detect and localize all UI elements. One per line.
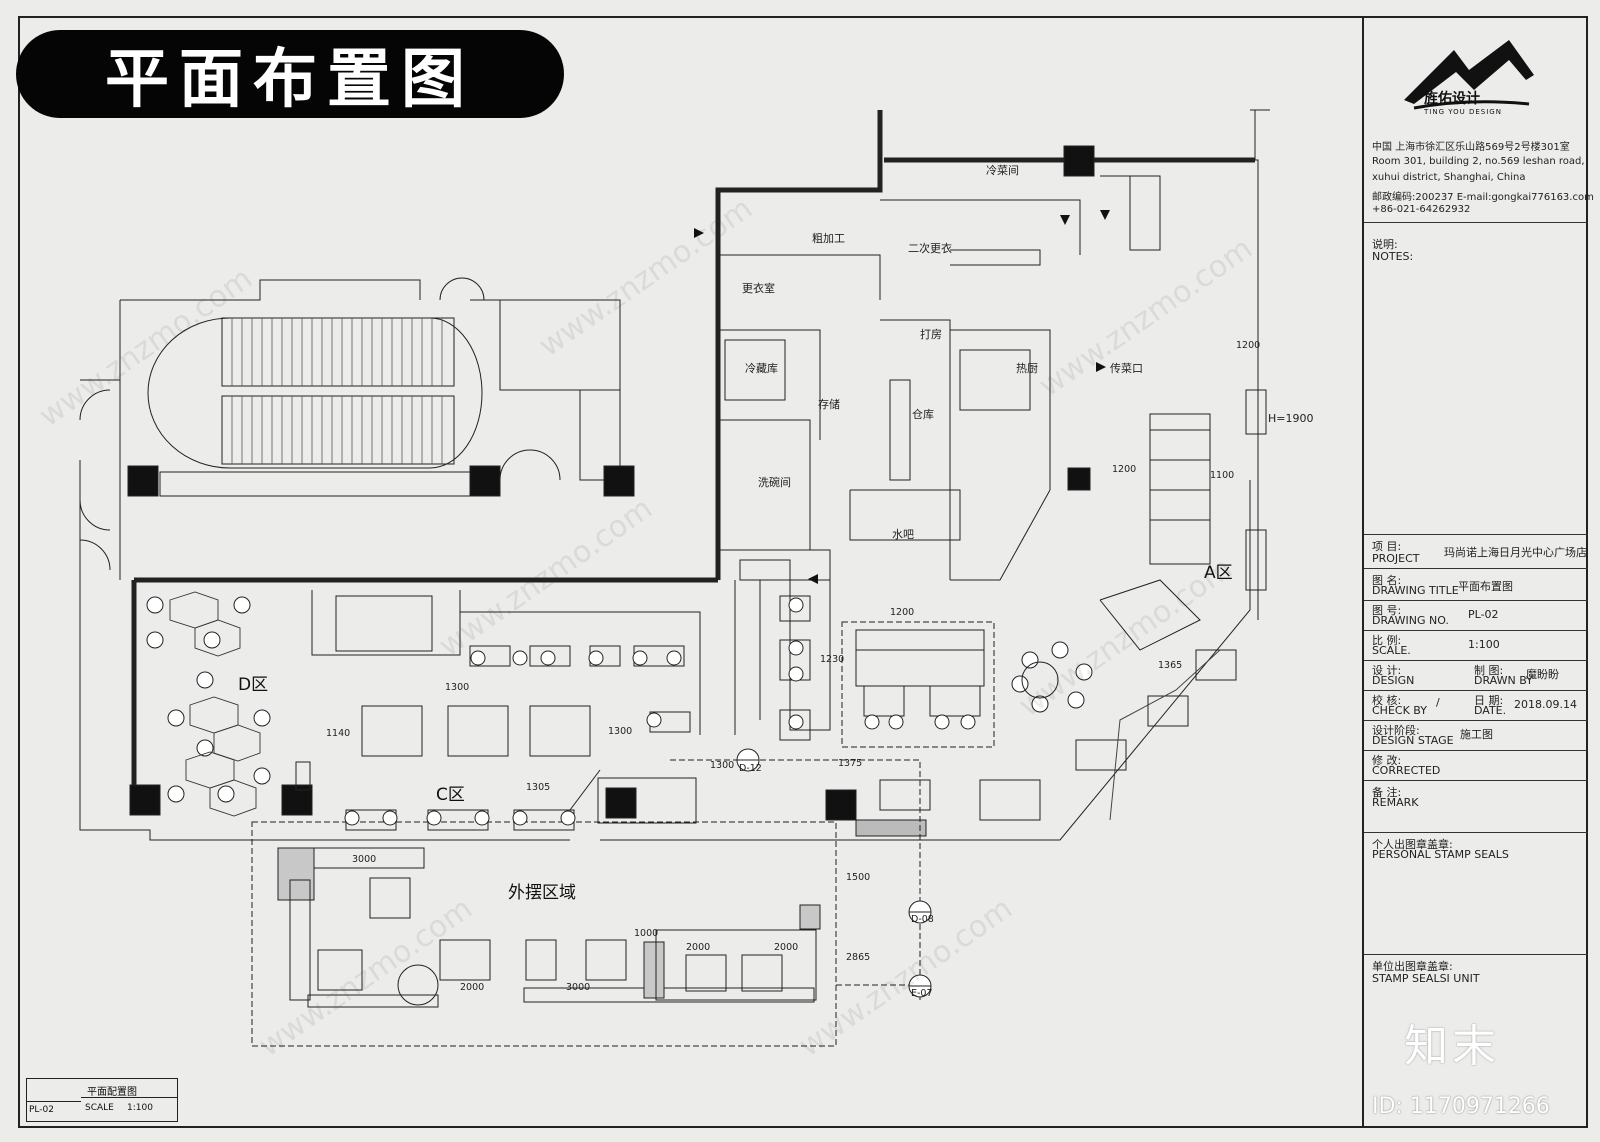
unit-stamp-label-en: STAMP SEALSI UNIT	[1372, 972, 1480, 985]
drawing-scale-box: 平面配置图 SCALE 1:100 PL-02	[26, 1078, 178, 1122]
room-changing: 更衣室	[742, 281, 775, 295]
project-label-en: PROJECT	[1372, 552, 1420, 565]
scale-box-sheet: PL-02	[29, 1105, 54, 1115]
dim-3000-a: 3000	[352, 854, 376, 865]
room-cold-storage: 冷藏库	[745, 362, 778, 375]
dim-2000-b: 2000	[686, 942, 710, 953]
dim-h1900: H=1900	[1268, 412, 1313, 425]
drawing-no-value: PL-02	[1468, 608, 1499, 621]
project-label-cn: 项 目:	[1372, 540, 1402, 553]
dim-2865: 2865	[846, 952, 870, 963]
postal-email: 邮政编码:200237 E-mail:gongkai776163.com	[1372, 192, 1594, 203]
date-label-cn: 日 期:	[1474, 694, 1504, 707]
phone: +86-021-64262932	[1372, 204, 1471, 215]
design-label-cn: 设 计:	[1372, 664, 1402, 677]
address-en-2: xuhui district, Shanghai, China	[1372, 172, 1526, 183]
dim-2000-a: 2000	[460, 982, 484, 993]
scale-box-label: SCALE	[85, 1103, 114, 1113]
scale-label-en: SCALE.	[1372, 644, 1411, 657]
address-cn: 中国 上海市徐汇区乐山路569号2号楼301室	[1372, 142, 1570, 153]
title-block: 旌佑设计 TING YOU DESIGN 中国 上海市徐汇区乐山路569号2号楼…	[1362, 16, 1594, 1128]
scale-value: 1:100	[1468, 638, 1500, 651]
stage-label-cn: 设计阶段:	[1372, 724, 1420, 737]
address-en-1: Room 301, building 2, no.569 leshan road…	[1372, 156, 1585, 167]
zone-d-label: D区	[238, 675, 268, 695]
check-label-cn: 校 核:	[1372, 694, 1402, 707]
scale-box-title: 平面配置图	[87, 1087, 137, 1098]
remark-label-en: REMARK	[1372, 796, 1419, 809]
watermark-brand: 知末	[1404, 1021, 1500, 1072]
dim-1300-c: 1300	[710, 760, 734, 771]
room-warehouse: 仓库	[912, 407, 934, 421]
drawing-no-label-en: DRAWING NO.	[1372, 614, 1449, 627]
dim-1300-a: 1300	[445, 682, 469, 693]
sheet-border	[18, 16, 1588, 1128]
scale-label-cn: 比 例:	[1372, 634, 1402, 647]
room-storage: 存储	[818, 397, 840, 411]
dim-1375: 1375	[838, 758, 862, 769]
dim-1200-a: 1200	[1236, 340, 1260, 351]
date-label-en: DATE.	[1474, 704, 1507, 717]
dim-1305: 1305	[526, 782, 550, 793]
room-dishwashing: 洗碗间	[758, 475, 791, 489]
dim-1200-b: 1200	[1112, 464, 1136, 475]
notes-label-en: NOTES:	[1372, 250, 1414, 263]
room-beverage-bar: 水吧	[892, 528, 914, 541]
remark-label-cn: 备 注:	[1372, 786, 1402, 799]
room-coarse-processing: 粗加工	[812, 232, 845, 245]
notes-label-cn: 说明:	[1372, 238, 1398, 251]
room-hot-kitchen: 热厨	[1016, 362, 1038, 375]
room-pass-window: 传菜口	[1110, 362, 1143, 375]
dim-2000-c: 2000	[774, 942, 798, 953]
room-second-changing: 二次更衣	[908, 241, 952, 255]
unit-stamp-label-cn: 单位出图章盖章:	[1372, 960, 1453, 973]
project-value: 玛尚诺上海日月光中心广场店	[1444, 546, 1587, 559]
personal-stamp-label-cn: 个人出图章盖章:	[1372, 838, 1453, 851]
dim-1300-b: 1300	[608, 726, 632, 737]
dim-3000-b: 3000	[566, 982, 590, 993]
company-name-cn: 旌佑设计	[1424, 91, 1480, 107]
room-cold-dish: 冷菜间	[986, 164, 1019, 177]
personal-stamp-label-en: PERSONAL STAMP SEALS	[1372, 848, 1509, 861]
company-name-en: TING YOU DESIGN	[1424, 108, 1502, 116]
dim-1140: 1140	[326, 728, 350, 739]
stage-value: 施工图	[1460, 728, 1493, 741]
dim-1000: 1000	[634, 928, 658, 939]
zone-a-label: A区	[1204, 563, 1233, 583]
check-value: /	[1436, 696, 1440, 709]
scale-box-value: 1:100	[127, 1103, 153, 1113]
company-logo-icon	[1404, 40, 1534, 110]
section-marker-3: E-07	[911, 988, 933, 999]
dim-1100: 1100	[1210, 470, 1234, 481]
section-marker-2: D-08	[911, 914, 934, 925]
watermark-id: ID: 1170971266	[1372, 1094, 1550, 1119]
drawing-title-label-cn: 图 名:	[1372, 574, 1402, 587]
room-pastry: 打房	[920, 327, 942, 341]
zone-c-label: C区	[436, 785, 465, 805]
floor-plan: D-12 D-08 E-07 A区 C区 D区 外摆区域 冷菜间 粗加工 二次更…	[79, 109, 1313, 1047]
dim-1500: 1500	[846, 872, 870, 883]
section-marker-1: D-12	[739, 763, 762, 774]
drawn-label-cn: 制 图:	[1474, 664, 1504, 677]
drawing-title-label-en: DRAWING TITLE	[1372, 584, 1459, 597]
check-label-en: CHECK BY	[1372, 704, 1427, 717]
dim-1365: 1365	[1158, 660, 1182, 671]
date-value: 2018.09.14	[1514, 698, 1577, 711]
drawing-no-label-cn: 图 号:	[1372, 604, 1402, 617]
drawn-value: 魔盼盼	[1526, 668, 1559, 681]
drawn-label-en: DRAWN BY	[1474, 674, 1533, 687]
design-label-en: DESIGN	[1372, 674, 1415, 687]
stage-label-en: DESIGN STAGE	[1372, 734, 1454, 747]
drawing-title-value: 平面布置图	[1458, 580, 1513, 593]
zone-outdoor-label: 外摆区域	[508, 883, 576, 903]
dim-1200-c: 1200	[890, 607, 914, 618]
page-title: 平面布置图	[16, 30, 564, 118]
outer-wall	[715, 110, 883, 580]
corrected-label-en: CORRECTED	[1372, 764, 1441, 777]
corrected-label-cn: 修 改:	[1372, 754, 1402, 767]
dim-1230: 1230	[820, 654, 844, 665]
